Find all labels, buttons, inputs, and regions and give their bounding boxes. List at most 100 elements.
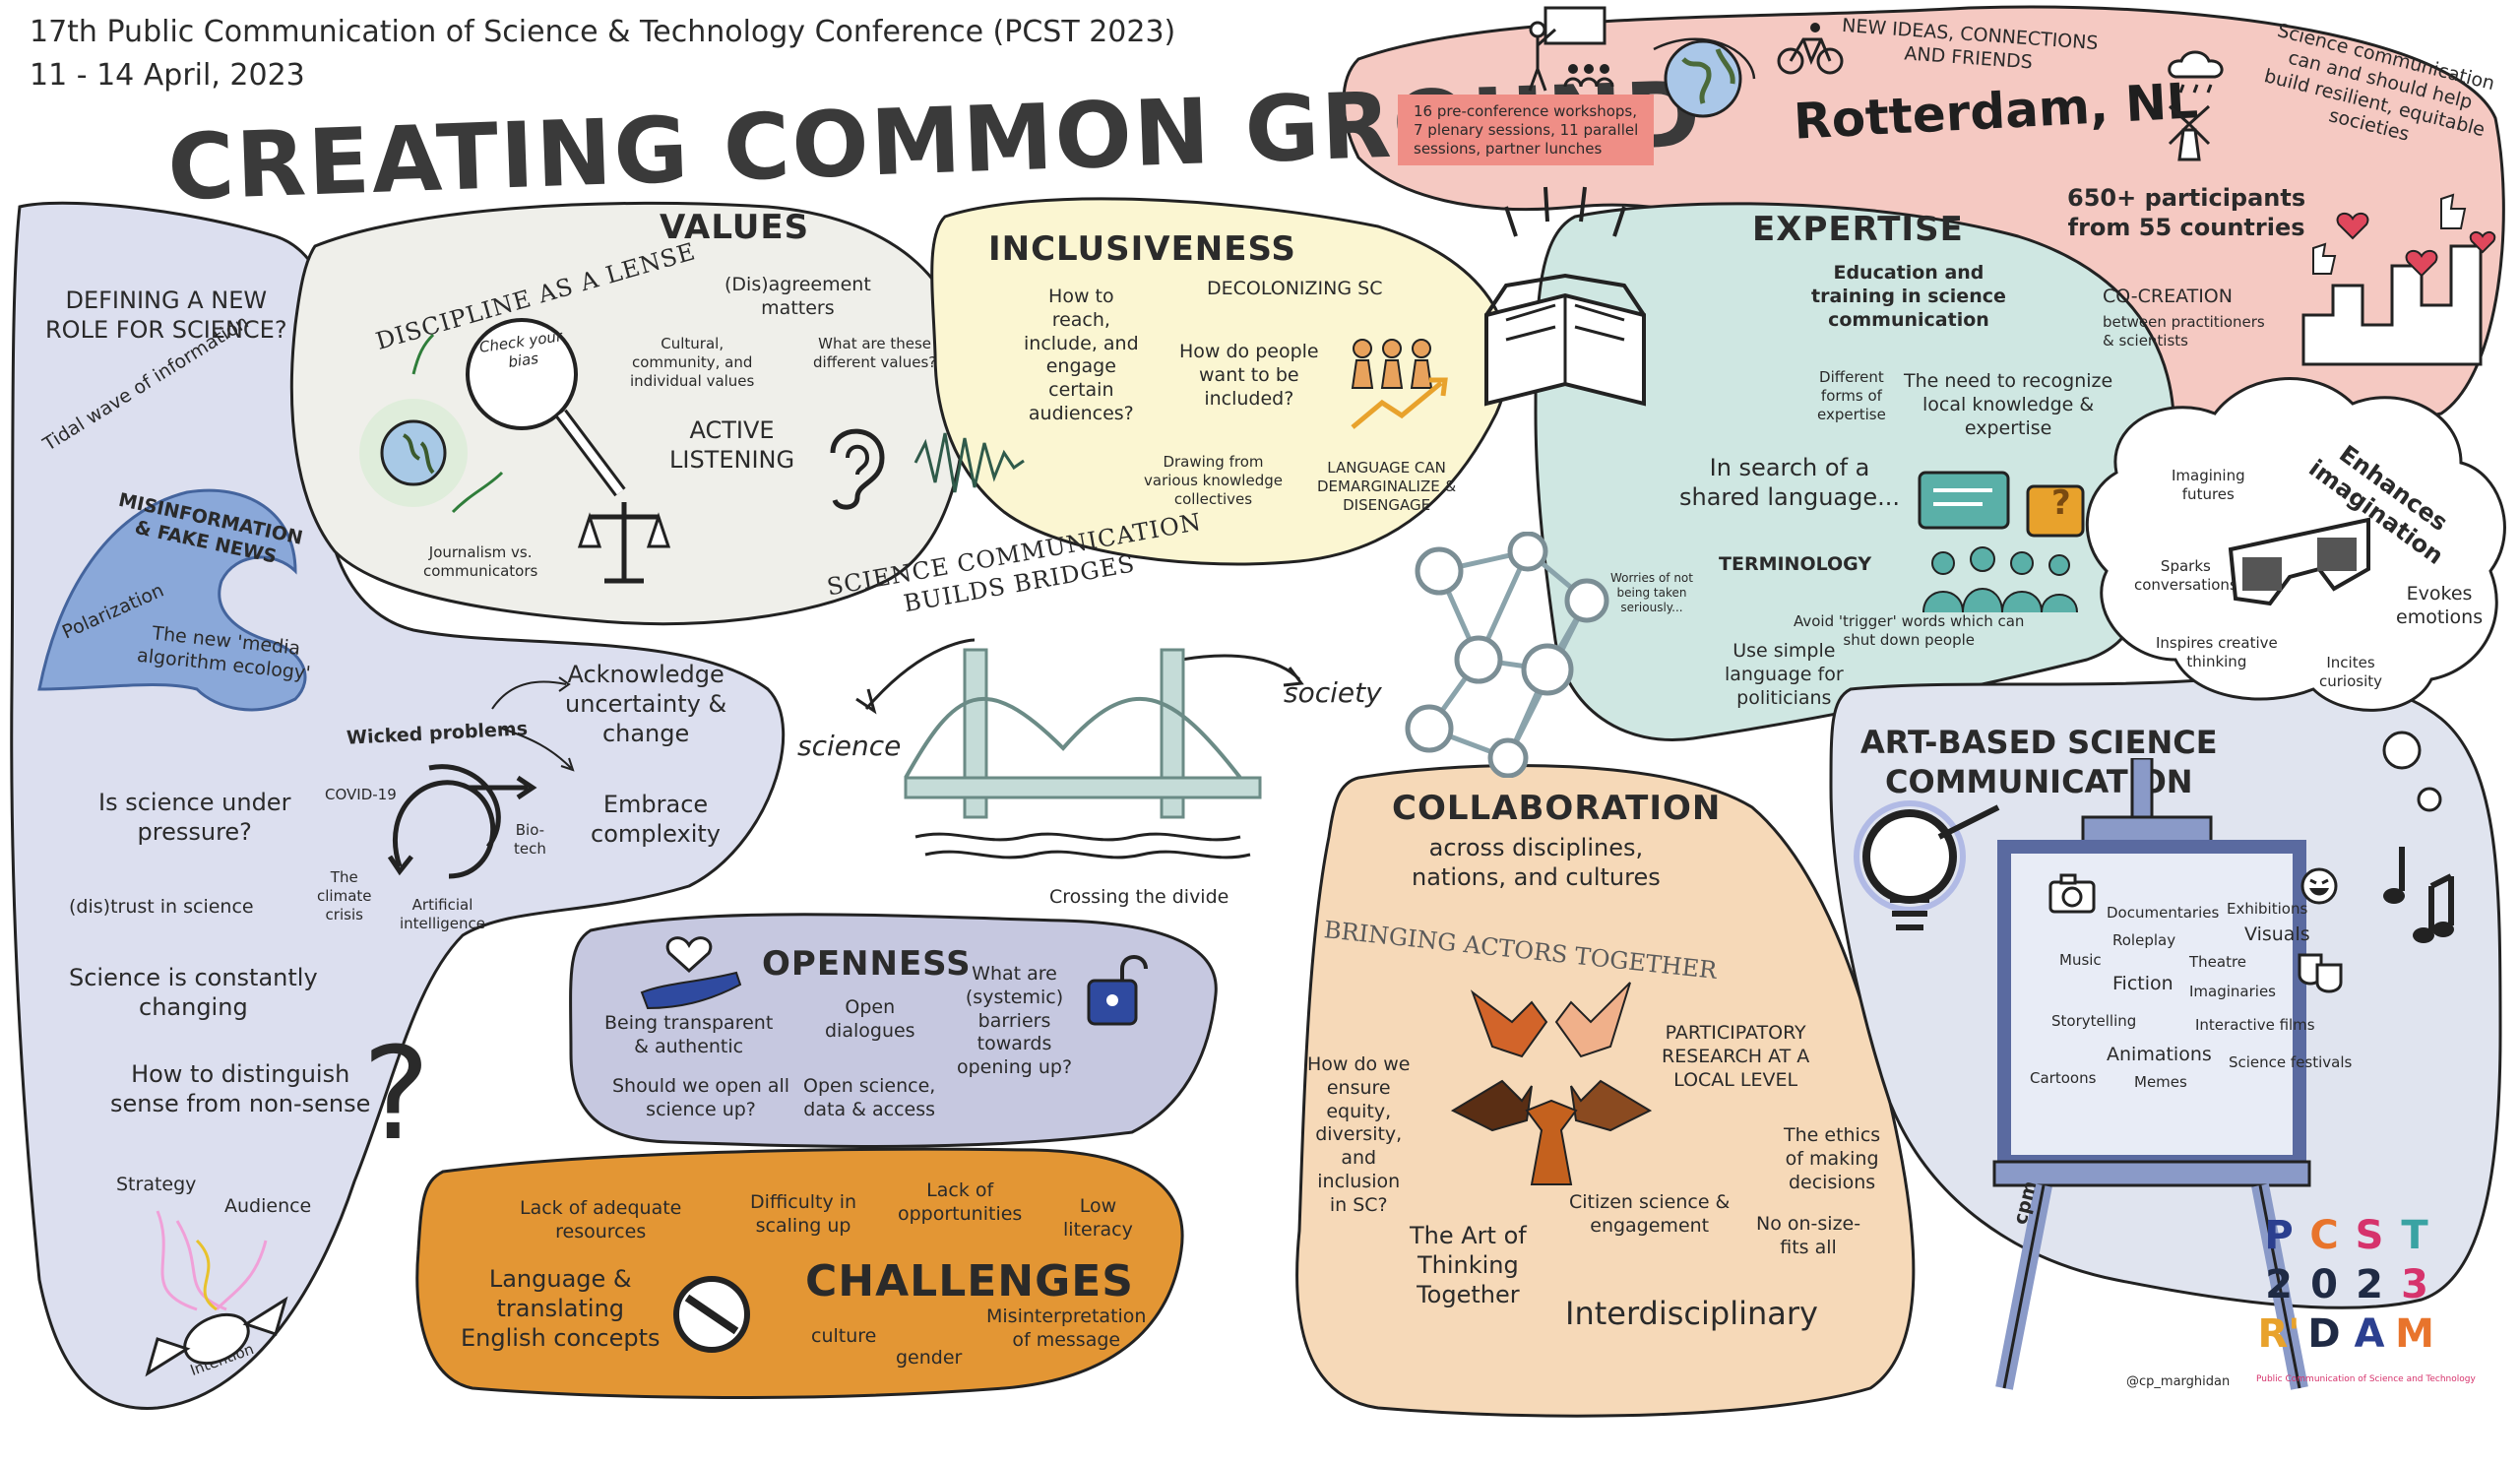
participatory-text: PARTICIPATORY RESEARCH AT A LOCAL LEVEL xyxy=(1662,1022,1810,1091)
logo-letter: S xyxy=(2355,1213,2384,1258)
under-pressure-text: Is science under pressure? xyxy=(98,789,291,846)
hand-heart-icon xyxy=(640,936,742,1010)
audience-text: Audience xyxy=(224,1195,312,1217)
values-title: VALUES xyxy=(660,208,810,247)
shared-language-text: In search of a shared language... xyxy=(1679,454,1901,511)
globe-icon xyxy=(1653,37,1756,118)
crossing-divide-text: Crossing the divide xyxy=(1049,886,1229,908)
people-growth-icon xyxy=(1351,339,1448,429)
thought-bubble-dot xyxy=(2382,731,2422,770)
laughing-face-icon xyxy=(2300,867,2338,905)
bicycle-icon xyxy=(1777,23,1844,75)
storytelling-text: Storytelling xyxy=(2051,1012,2137,1030)
scaling-text: Difficulty in scaling up xyxy=(750,1191,857,1237)
inspires-text: Inspires creative thinking xyxy=(2156,634,2278,670)
logo-letter: T xyxy=(2401,1213,2428,1258)
acknowledge-text: Acknowledge uncertainty & change xyxy=(565,661,727,747)
cocreation-sub: between practitioners & scientists xyxy=(2103,313,2265,350)
interactive-films-text: Interactive films xyxy=(2195,1016,2315,1034)
values-region xyxy=(289,201,968,626)
logo-letter: P xyxy=(2264,1213,2294,1258)
avoid-trigger-text: Avoid 'trigger' words which can shut dow… xyxy=(1794,612,2025,649)
logo-letter: R' xyxy=(2257,1311,2300,1357)
inclusiveness-title: INCLUSIVENESS xyxy=(988,229,1296,269)
terminology-text: TERMINOLOGY xyxy=(1719,553,1872,575)
logo-letter: 0 xyxy=(2310,1262,2338,1307)
openness-region xyxy=(569,913,1218,1148)
visuals-text: Visuals xyxy=(2244,924,2310,945)
how-people-text: How do people want to be included? xyxy=(1179,341,1319,410)
scales-icon xyxy=(577,502,671,584)
challenges-title: CHALLENGES xyxy=(805,1256,1134,1306)
thought-bubble-dot xyxy=(2417,787,2442,812)
music-text: Music xyxy=(2059,951,2102,969)
animations-text: Animations xyxy=(2107,1044,2212,1065)
transparent-text: Being transparent & authentic xyxy=(604,1012,774,1057)
cartoons-text: Cartoons xyxy=(2030,1069,2097,1087)
no-one-size-text: No on-size- fits all xyxy=(1756,1213,1861,1258)
distinguish-text: How to distinguish sense from non-sense xyxy=(110,1060,371,1117)
decolonizing-text: DECOLONIZING SC xyxy=(1207,278,1383,299)
theatre-masks-icon xyxy=(2298,953,2343,993)
question-mark: ? xyxy=(362,1019,430,1169)
roleplay-text: Roleplay xyxy=(2112,931,2176,949)
logo-letter: 2 xyxy=(2265,1262,2293,1307)
workshops-box: 16 pre-conference workshops, 7 plenary s… xyxy=(1398,95,1655,166)
conference-name: 17th Public Communication of Science & T… xyxy=(30,15,1176,49)
misinterpretation-text: Misinterpretation of message xyxy=(986,1306,1147,1351)
collaboration-title: COLLABORATION xyxy=(1392,789,1722,828)
arrows-icon xyxy=(491,676,575,772)
conference-dates: 11 - 14 April, 2023 xyxy=(30,58,305,93)
changing-text: Science is constantly changing xyxy=(69,964,318,1021)
sparks-text: Sparks conversations xyxy=(2134,557,2237,594)
worries-text: Worries of not being taken seriously... xyxy=(1610,571,1693,614)
literacy-text: Low literacy xyxy=(1063,1195,1133,1241)
different-forms-text: Different forms of expertise xyxy=(1817,368,1886,423)
logo-letter: 3 xyxy=(2401,1262,2428,1307)
incites-text: Incites curiosity xyxy=(2319,654,2383,690)
drawing-from-text: Drawing from various knowledge collectiv… xyxy=(1144,453,1283,508)
city-hearts-icon xyxy=(2301,193,2496,366)
imagining-futures-text: Imagining futures xyxy=(2172,467,2245,503)
interdisciplinary-text: Interdisciplinary xyxy=(1565,1295,1818,1332)
cultural-values-text: Cultural, community, and individual valu… xyxy=(630,335,755,390)
covid-text: COVID-19 xyxy=(325,786,397,803)
theatre-text: Theatre xyxy=(2189,953,2247,971)
3d-glasses-icon xyxy=(2228,517,2370,606)
defining-title: DEFINING A NEW ROLE FOR SCIENCE? xyxy=(45,287,287,344)
cocreation-title: CO-CREATION xyxy=(2103,286,2233,307)
windmill-icon xyxy=(2168,104,2211,161)
ear-icon xyxy=(830,428,885,510)
across-text: across disciplines, nations, and culture… xyxy=(1412,834,1661,891)
memes-text: Memes xyxy=(2134,1073,2187,1091)
lack-resources-text: Lack of adequate resources xyxy=(520,1197,682,1242)
science-festivals-text: Science festivals xyxy=(2229,1053,2353,1071)
open-dialogues-text: Open dialogues xyxy=(825,996,915,1042)
open-book-icon xyxy=(1484,186,1646,407)
logo-letter: C xyxy=(2309,1213,2339,1258)
information-wave xyxy=(37,488,307,712)
equity-text: How do we ensure equity, diversity, and … xyxy=(1307,1053,1411,1216)
ai-text: Artificial intelligence xyxy=(400,896,486,932)
openness-title: OPENNESS xyxy=(762,944,972,984)
discussion-group-icon xyxy=(1918,471,2085,613)
participants-text: 650+ participants from 55 countries xyxy=(2067,184,2306,241)
barriers-text: What are (systemic) barriers towards ope… xyxy=(957,963,1073,1078)
candy-icon xyxy=(145,1210,288,1377)
logo-letter: A xyxy=(2354,1311,2385,1357)
open-lock-icon xyxy=(1087,955,1148,1026)
logo-letter: M xyxy=(2395,1311,2434,1357)
artist-handle: @cp_marghidan xyxy=(2126,1374,2231,1389)
art-thinking-text: The Art of Thinking Together xyxy=(1410,1222,1527,1308)
citizen-science-text: Citizen science & engagement xyxy=(1569,1191,1731,1237)
embrace-text: Embrace complexity xyxy=(591,791,721,848)
easel-icon xyxy=(1992,758,2311,1390)
imaginaries-text: Imaginaries xyxy=(2189,983,2276,1000)
journalism-text: Journalism vs. communicators xyxy=(423,543,538,580)
fiction-text: Fiction xyxy=(2112,973,2174,994)
logo-letter: D xyxy=(2307,1311,2341,1357)
hands-together-icon xyxy=(1450,982,1653,1185)
sound-wave-icon xyxy=(914,432,1025,493)
how-to-reach-text: How to reach, include, and engage certai… xyxy=(1024,286,1139,424)
